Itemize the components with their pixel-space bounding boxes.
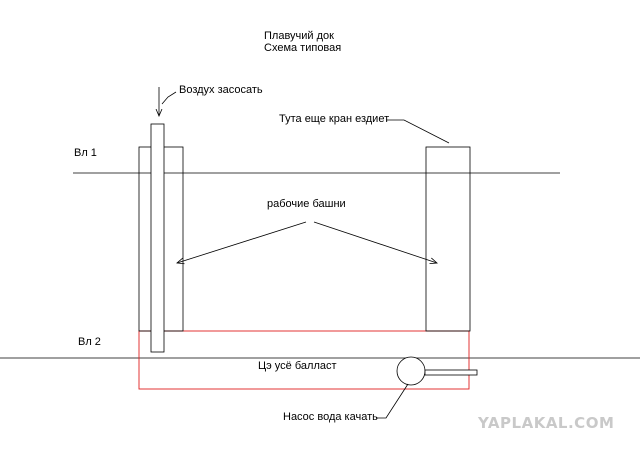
pump-label: Насос вода качать: [283, 411, 378, 423]
crane-leader: [386, 119, 450, 144]
crane-label: Тута еще кран ездиет: [279, 113, 390, 125]
right-tower: [425, 146, 471, 332]
air-intake-leader: [161, 91, 177, 105]
diagram-title-line2: Схема типовая: [264, 42, 342, 54]
air-intake-pipe: [150, 123, 165, 353]
towers-arrow-right: [313, 221, 437, 263]
diagram-title-line1: Плавучий док: [264, 30, 334, 42]
pump-leader: [376, 383, 409, 419]
pump-circle: [396, 356, 426, 386]
ballast-label: Цэ усё балласт: [258, 360, 337, 372]
site-watermark: YAPLAKAL.COM: [478, 414, 615, 432]
towers-label: рабочие башни: [267, 198, 346, 210]
pump-outlet-pipe: [424, 369, 478, 376]
towers-arrow-left: [177, 221, 307, 263]
water-level-2-label: Вл 2: [78, 336, 101, 348]
water-level-1-label: Вл 1: [74, 147, 97, 159]
ballast-compartment: [138, 330, 470, 390]
air-intake-label: Воздух засосать: [179, 84, 263, 96]
